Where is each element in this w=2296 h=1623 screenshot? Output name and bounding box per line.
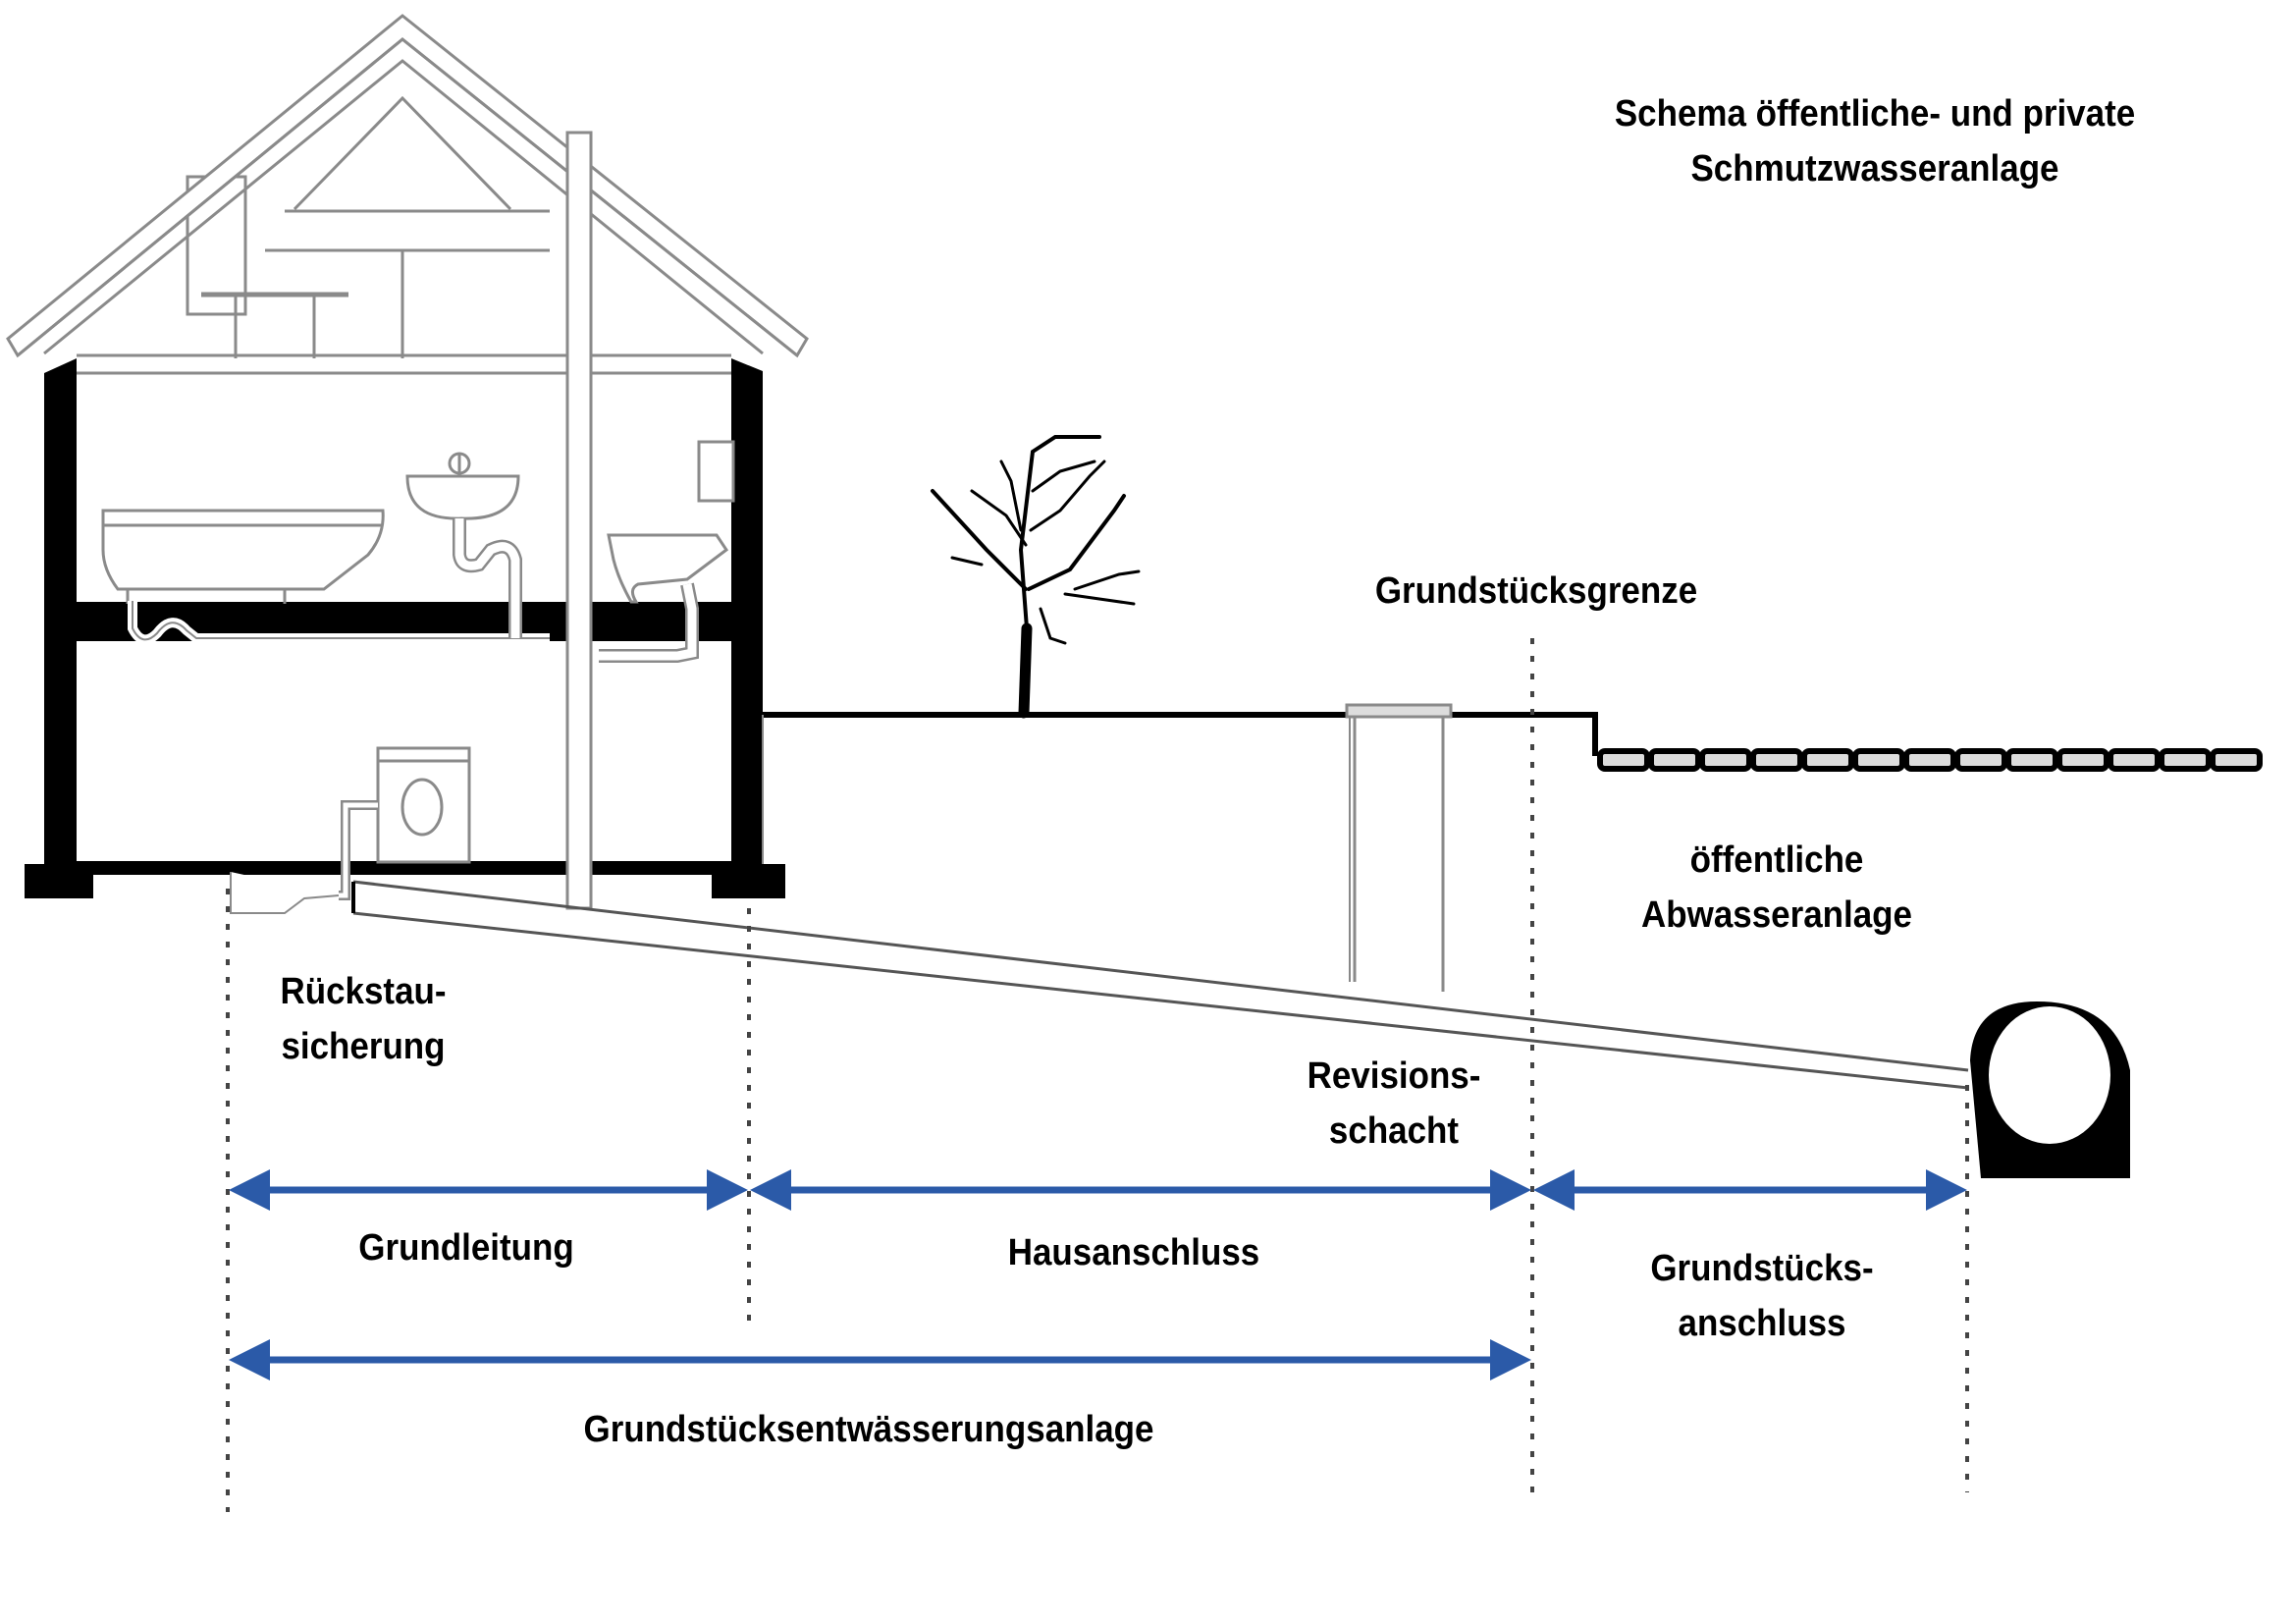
backflow-line1: Rückstau- — [280, 971, 447, 1012]
sewer-main-icon — [1970, 1001, 2130, 1178]
dimension-lines — [226, 638, 1969, 1512]
inspection-shaft-icon — [1345, 703, 1453, 992]
vent-pipe-icon — [565, 131, 593, 910]
label-grundstuecksgrenze: Grundstücksgrenze — [1333, 564, 1739, 619]
paving-stone — [2159, 748, 2212, 772]
property-connection-line1: Grundstücks- — [1650, 1248, 1874, 1289]
paving-stone — [1852, 748, 1905, 772]
label-hausanschluss: Hausanschluss — [958, 1225, 1310, 1280]
label-revisionsschacht: Revisions- schacht — [1276, 1049, 1511, 1159]
paving-stone — [1954, 748, 2007, 772]
title-line1: Schema öffentliche- und private — [1614, 93, 2136, 135]
label-oeffentliche-abwasseranlage: öffentliche Abwasseranlage — [1578, 833, 1976, 943]
paving-stone — [1750, 748, 1803, 772]
label-grundstuecksanschluss: Grundstücks- anschluss — [1604, 1241, 1920, 1351]
paving-stone — [1801, 748, 1854, 772]
paving-icon — [1597, 748, 2263, 772]
label-rueckstausicherung: Rückstau- sicherung — [241, 964, 485, 1074]
paving-stone — [1903, 748, 1956, 772]
arrows — [229, 1169, 1967, 1380]
paving-stone — [1648, 748, 1701, 772]
paving-stone — [2210, 748, 2263, 772]
house-walls — [25, 358, 785, 898]
label-grundstuecksentwaesserungsanlage: Grundstücksentwässerungsanlage — [503, 1402, 1234, 1457]
inspection-shaft-line1: Revisions- — [1307, 1055, 1481, 1097]
washing-machine-icon — [339, 746, 471, 900]
ground-line — [762, 712, 1598, 982]
public-system-line1: öffentliche — [1689, 839, 1864, 881]
paving-stone — [2108, 748, 2161, 772]
sewer-pipe — [351, 880, 1969, 1090]
toilet-icon — [599, 440, 735, 663]
backflow-valve-icon — [230, 869, 340, 914]
public-system-line2: Abwasseranlage — [1641, 894, 1912, 936]
paving-stone — [1699, 748, 1752, 772]
title-line2: Schmutzwasseranlage — [1690, 148, 2059, 189]
base-pipe-label: Grundleitung — [358, 1227, 574, 1269]
paving-stone — [2056, 748, 2109, 772]
label-grundleitung: Grundleitung — [336, 1220, 598, 1275]
property-connection-line2: anschluss — [1678, 1303, 1846, 1344]
bathtub-icon — [101, 509, 550, 645]
property-drainage-label: Grundstücksentwässerungsanlage — [583, 1409, 1154, 1450]
diagram-title: Schema öffentliche- und private Schmutzw… — [1559, 86, 2191, 196]
paving-stone — [2005, 748, 2058, 772]
house-connection-label: Hausanschluss — [1007, 1232, 1260, 1273]
boundary-label: Grundstücksgrenze — [1374, 570, 1698, 612]
paving-stone — [1597, 748, 1650, 772]
inspection-shaft-line2: schacht — [1328, 1110, 1460, 1152]
washbasin-icon — [405, 452, 522, 638]
backflow-line2: sicherung — [281, 1026, 446, 1067]
house-section-icon — [6, 14, 809, 375]
tree-icon — [931, 435, 1141, 719]
